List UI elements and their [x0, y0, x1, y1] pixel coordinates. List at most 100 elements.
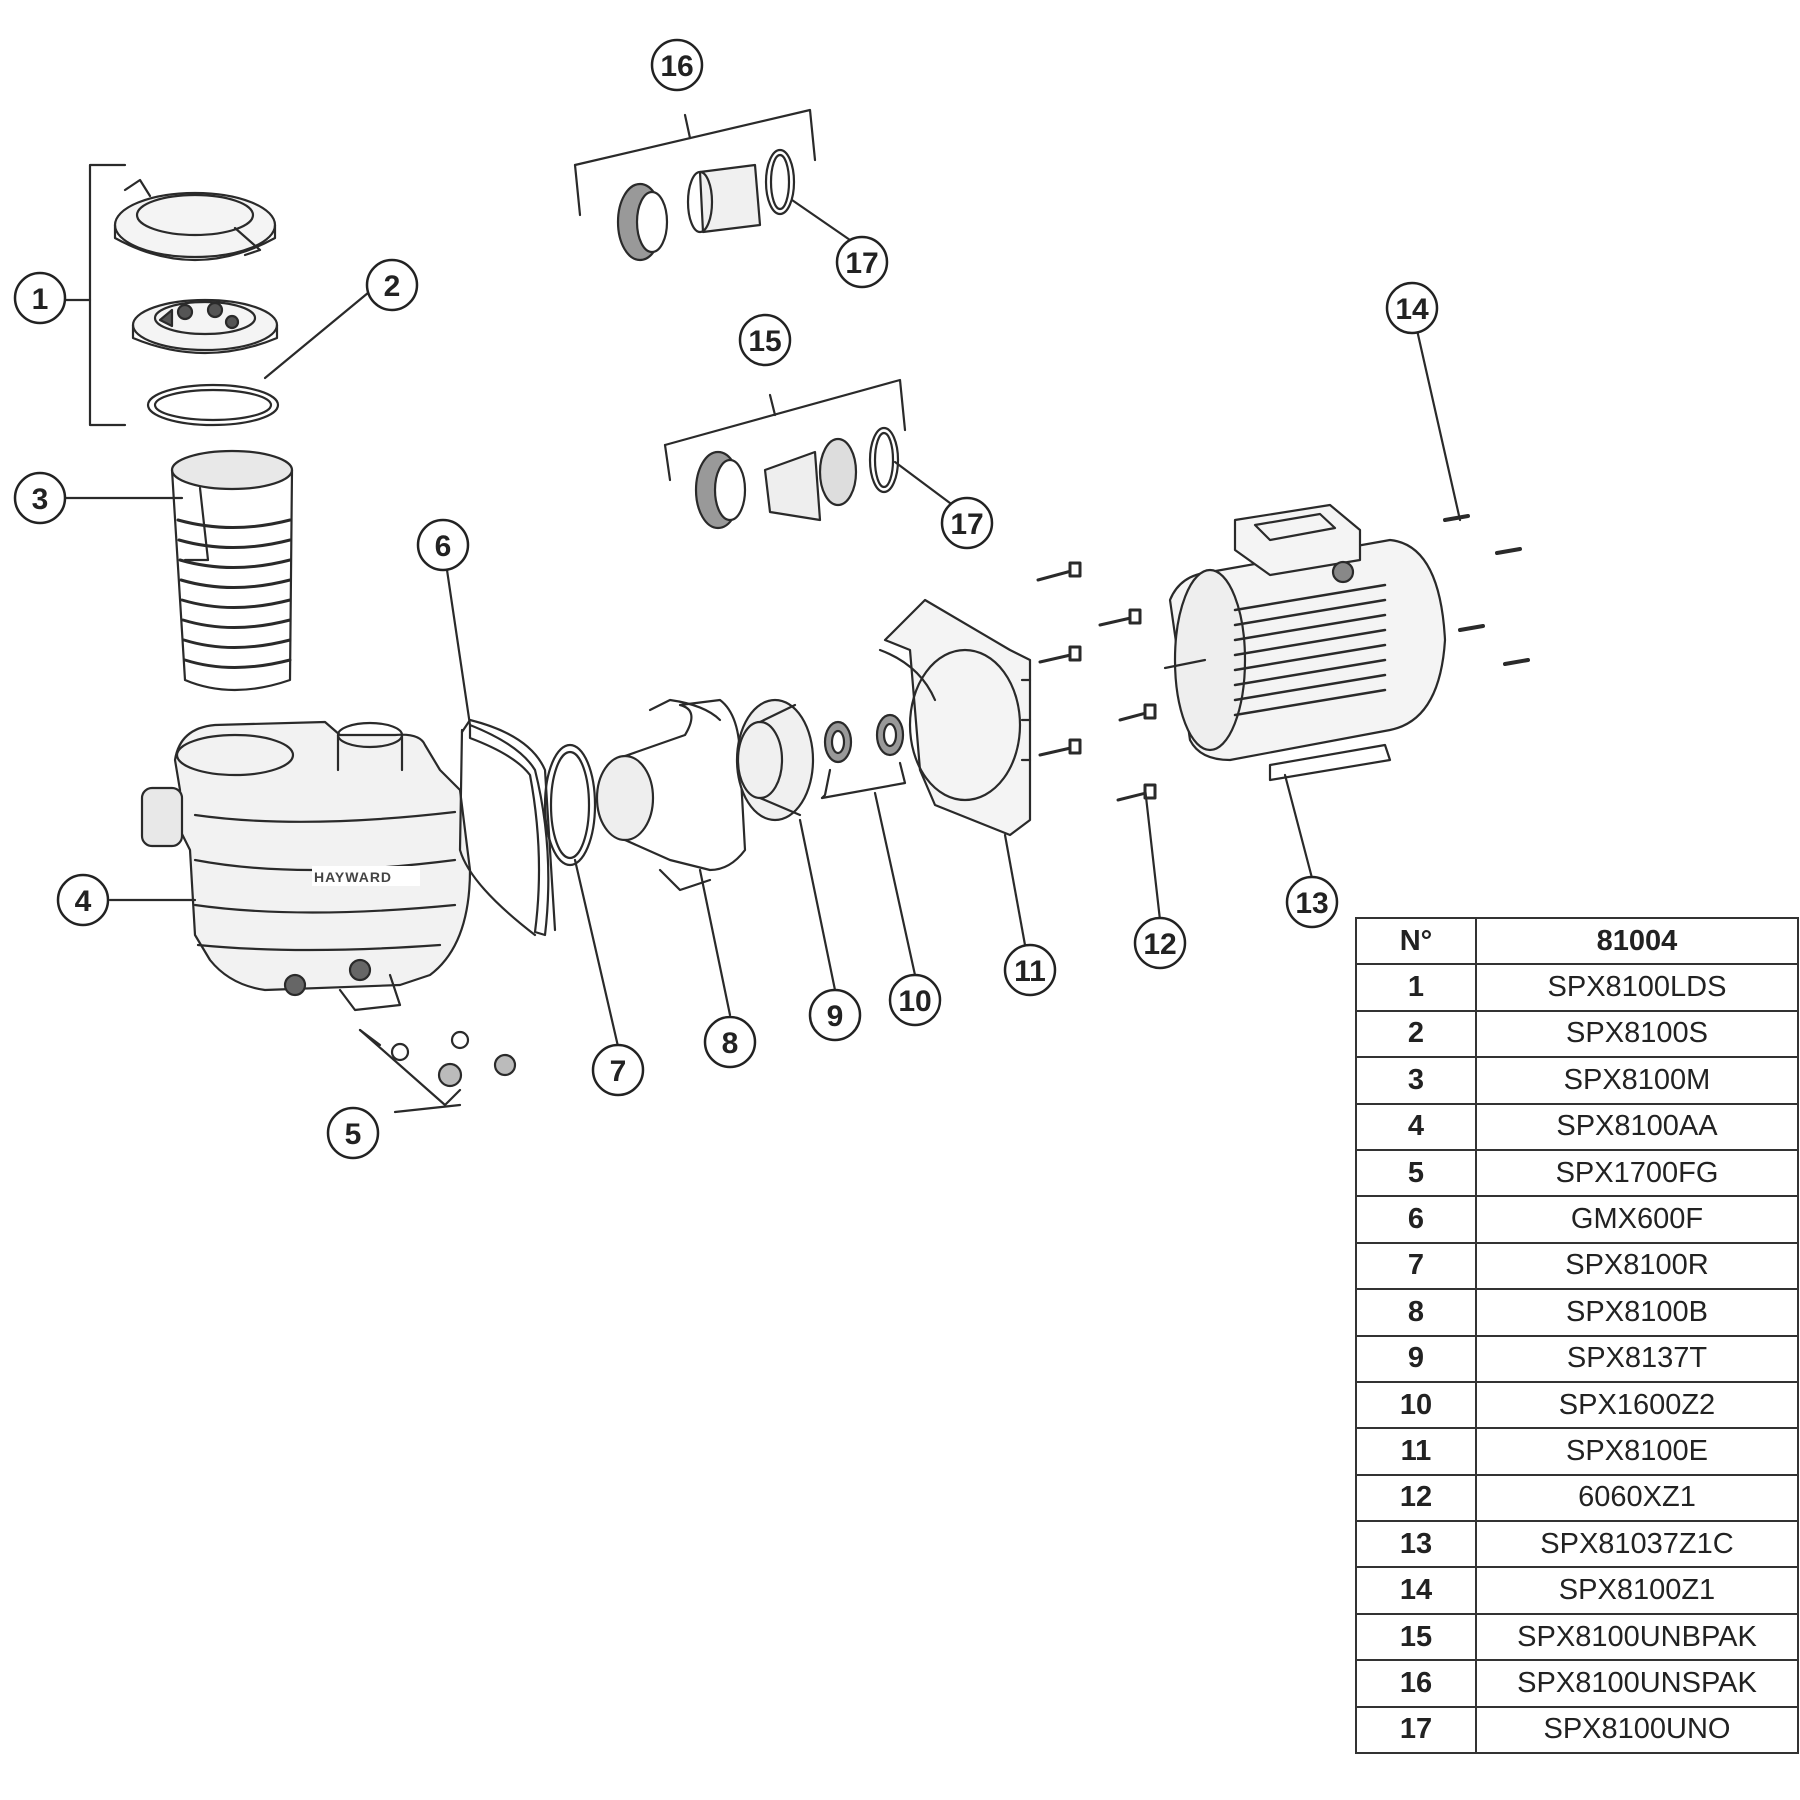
callout-2: 2	[365, 258, 419, 312]
part-number-cell: 3	[1355, 1056, 1477, 1105]
part-number-cell: 1	[1355, 963, 1477, 1012]
part-7-diffuser-oring	[543, 743, 597, 867]
callout-14: 14	[1385, 281, 1439, 335]
part-10-mechanical-seal	[823, 713, 905, 764]
part-number-cell: 9	[1355, 1334, 1477, 1383]
svg-text:17: 17	[845, 247, 878, 280]
callout-7: 7	[591, 1043, 645, 1097]
svg-text:11: 11	[1014, 955, 1046, 988]
svg-text:5: 5	[345, 1118, 362, 1151]
part-3-strainer-basket	[170, 449, 294, 692]
part-number-cell: 15	[1355, 1612, 1477, 1662]
part-reference-cell: SPX8100UNO	[1475, 1705, 1799, 1755]
part-reference-cell: SPX1600Z2	[1475, 1380, 1799, 1430]
svg-text:9: 9	[827, 1000, 844, 1033]
part-15-union-assembly	[694, 426, 900, 530]
callout-3: 3	[13, 471, 67, 525]
part-8-diffuser	[595, 698, 747, 892]
part-number-cell: 10	[1355, 1380, 1477, 1430]
part-number-cell: 5	[1355, 1148, 1477, 1198]
column-header-reference: 81004	[1475, 916, 1799, 966]
svg-text:10: 10	[898, 985, 931, 1018]
part-1-lid-assembly	[113, 178, 279, 355]
part-reference-cell: SPX8100M	[1475, 1056, 1799, 1105]
callout-13: 13	[1285, 875, 1339, 929]
svg-text:6: 6	[435, 530, 452, 563]
part-reference-cell: SPX8100R	[1475, 1241, 1799, 1291]
part-13-motor	[1163, 503, 1447, 782]
part-number-cell: 8	[1355, 1288, 1477, 1337]
part-reference-cell: SPX1700FG	[1475, 1148, 1799, 1198]
part-reference-cell: SPX8100Z1	[1475, 1566, 1799, 1615]
callout-5: 5	[326, 1106, 380, 1160]
callout-1: 1	[13, 271, 67, 325]
callout-11: 11	[1003, 943, 1057, 997]
part-number-cell: 16	[1355, 1659, 1477, 1708]
callout-8: 8	[703, 1015, 757, 1069]
svg-text:8: 8	[722, 1027, 739, 1060]
part-number-cell: 6	[1355, 1195, 1477, 1244]
svg-text:2: 2	[384, 270, 401, 303]
callout-4: 4	[56, 873, 110, 927]
part-reference-cell: SPX8100UNSPAK	[1475, 1659, 1799, 1708]
part-number-cell: 17	[1355, 1705, 1477, 1755]
callout-9: 9	[808, 988, 862, 1042]
part-11-seal-plate	[878, 598, 1032, 837]
svg-text:13: 13	[1295, 887, 1328, 920]
svg-text:1: 1	[32, 283, 49, 316]
part-5-drain-plugs	[390, 1030, 517, 1088]
callout-6: 6	[416, 518, 470, 572]
part-number-cell: 11	[1355, 1427, 1477, 1476]
callout-12: 12	[1133, 916, 1187, 970]
part-number-cell: 2	[1355, 1009, 1477, 1059]
svg-text:12: 12	[1143, 928, 1176, 961]
part-number-cell: 13	[1355, 1520, 1477, 1569]
part-reference-cell: SPX8100B	[1475, 1288, 1799, 1337]
part-reference-cell: SPX8100LDS	[1475, 963, 1799, 1012]
svg-text:14: 14	[1395, 293, 1429, 326]
part-reference-cell: SPX8100UNBPAK	[1475, 1612, 1799, 1662]
part-number-cell: 7	[1355, 1241, 1477, 1291]
part-2-lid-oring	[146, 383, 280, 427]
column-header-number: N°	[1355, 916, 1477, 966]
part-reference-cell: GMX600F	[1475, 1195, 1799, 1244]
bracket-lines	[63, 108, 907, 1107]
callout-17-top: 17	[835, 235, 889, 289]
part-reference-cell: SPX8100S	[1475, 1009, 1799, 1059]
svg-text:7: 7	[610, 1055, 627, 1088]
part-reference-cell: SPX81037Z1C	[1475, 1520, 1799, 1569]
part-reference-cell: 6060XZ1	[1475, 1473, 1799, 1523]
svg-text:17: 17	[950, 508, 983, 541]
svg-text:4: 4	[75, 885, 92, 918]
table-header-row: N° 81004	[1355, 916, 1799, 966]
svg-text:15: 15	[748, 325, 781, 358]
part-12-bolts	[1036, 561, 1157, 802]
callout-10: 10	[888, 973, 942, 1027]
part-6-housing-gasket	[458, 718, 557, 937]
brand-label: HAYWARD	[314, 869, 392, 885]
svg-text:16: 16	[660, 50, 693, 83]
part-number-cell: 4	[1355, 1102, 1477, 1151]
callout-16: 16	[650, 38, 704, 92]
part-number-cell: 12	[1355, 1473, 1477, 1523]
part-reference-cell: SPX8100E	[1475, 1427, 1799, 1476]
part-16-union-assembly	[616, 148, 796, 262]
svg-text:3: 3	[32, 483, 49, 516]
